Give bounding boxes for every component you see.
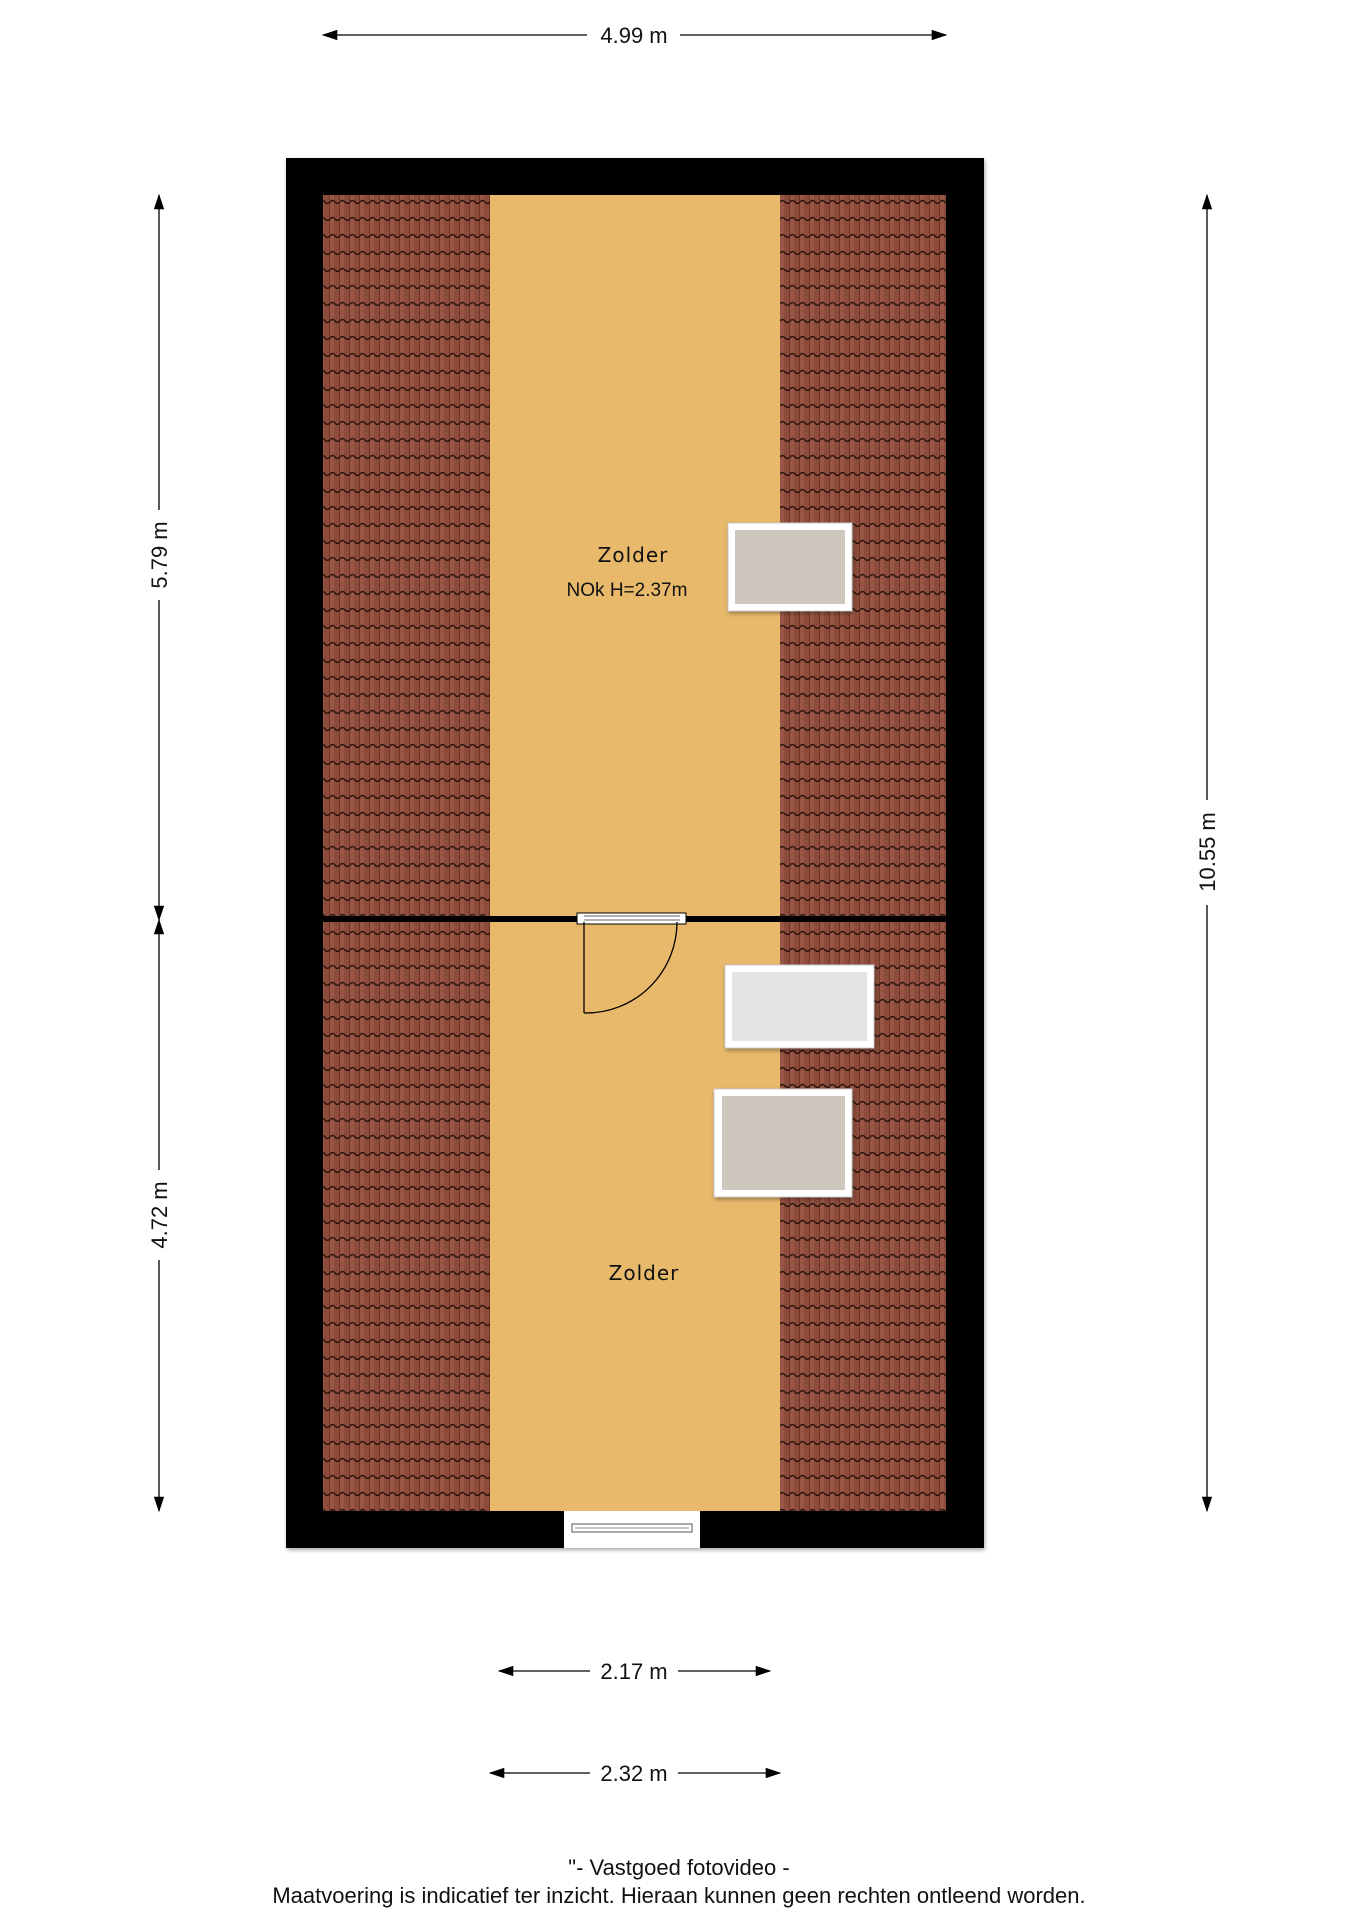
footer-disclaimer: Maatvoering is indicatief ter inzicht. H…	[272, 1883, 1086, 1908]
window-bottom	[564, 1511, 700, 1548]
skylight-lower	[713, 1088, 853, 1198]
dimension-left-upper: 5.79 m	[147, 193, 172, 922]
svg-text:5.79 m: 5.79 m	[147, 521, 172, 588]
svg-text:2.32 m: 2.32 m	[600, 1761, 667, 1786]
room-label: Zolder	[598, 543, 669, 567]
building	[286, 158, 984, 1548]
dimension-left-lower: 4.72 m	[147, 918, 172, 1513]
door[interactable]	[576, 912, 687, 1014]
dimension-bottom-inner: 2.17 m	[497, 1659, 772, 1684]
skylight-upper	[727, 522, 853, 612]
dimension-top: 4.99 m	[321, 23, 948, 48]
room-label: Zolder	[609, 1261, 680, 1285]
svg-text:2.17 m: 2.17 m	[600, 1659, 667, 1684]
svg-text:10.55 m: 10.55 m	[1195, 812, 1220, 892]
floor-area	[490, 195, 780, 1511]
room-height-note: NOk H=2.37m	[567, 580, 688, 601]
dimension-right-total: 10.55 m	[1195, 193, 1220, 1513]
svg-text:4.72 m: 4.72 m	[147, 1181, 172, 1248]
skylight-middle	[724, 964, 875, 1049]
svg-text:4.99 m: 4.99 m	[600, 23, 667, 48]
footer-company: "- Vastgoed fotovideo -	[568, 1855, 790, 1880]
dimension-bottom-outer: 2.32 m	[488, 1761, 782, 1786]
